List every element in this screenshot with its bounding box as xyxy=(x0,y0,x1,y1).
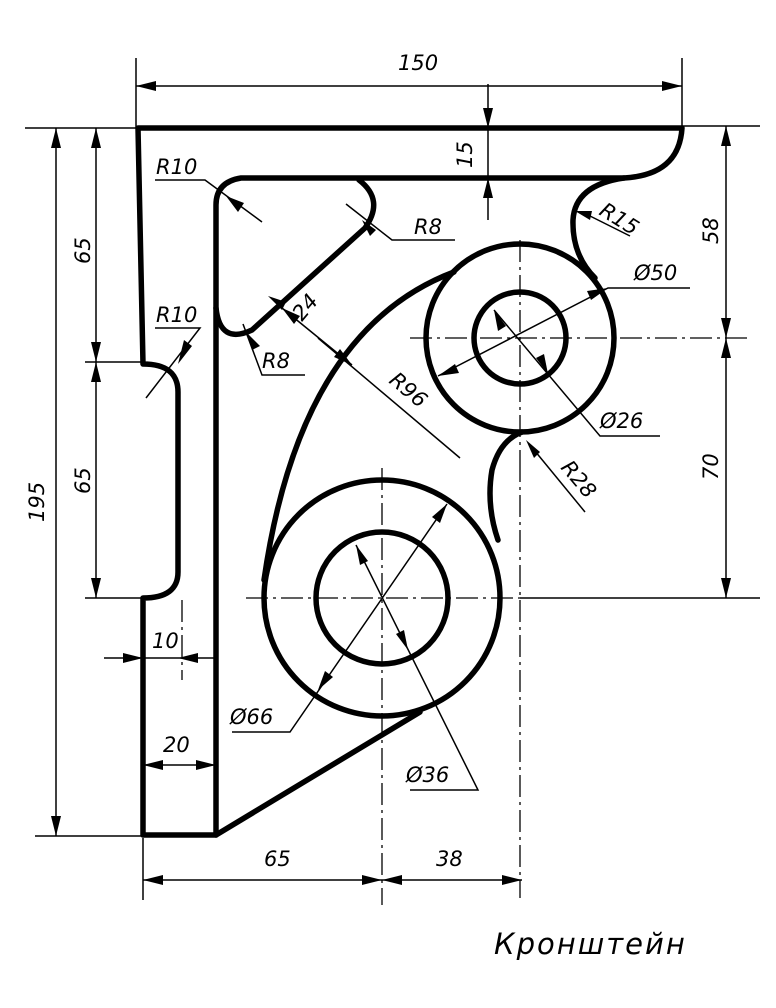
dim-dia-50: Ø50 xyxy=(633,261,677,285)
dim-r8-top: R8 xyxy=(414,215,442,239)
dim-r15: R15 xyxy=(595,198,643,240)
dim-base-65: 65 xyxy=(264,847,291,871)
dim-r8-left: R8 xyxy=(262,349,290,373)
dim-right-upper: 58 xyxy=(699,217,723,244)
r96-arc xyxy=(261,269,457,583)
dim-top-thickness: 15 xyxy=(453,141,477,168)
dim-r28: R28 xyxy=(556,456,601,503)
base-rib xyxy=(213,709,423,838)
drawing-title: Кронштейн xyxy=(494,927,687,961)
r15-notch xyxy=(570,175,627,281)
dim-r96: R96 xyxy=(385,367,432,412)
dim-dia-66: Ø66 xyxy=(229,705,273,729)
dim-wall-20: 20 xyxy=(163,733,190,757)
r28-fillet xyxy=(487,429,525,543)
dim-r10-left: R10 xyxy=(156,303,197,327)
dim-overall-height: 195 xyxy=(25,482,49,522)
dim-dia-36: Ø36 xyxy=(405,763,449,787)
outer-contour xyxy=(135,125,685,838)
dim-r10-top: R10 xyxy=(156,155,197,179)
dim-top-height: 65 xyxy=(71,237,95,264)
dim-dia-26: Ø26 xyxy=(599,409,643,433)
dim-wall-10: 10 xyxy=(152,629,179,653)
inner-pocket xyxy=(213,177,377,337)
dim-overall-width: 150 xyxy=(398,51,438,75)
dim-right-lower: 70 xyxy=(699,453,723,480)
dim-mid-height: 65 xyxy=(71,467,95,494)
dim-base-38: 38 xyxy=(436,847,463,871)
